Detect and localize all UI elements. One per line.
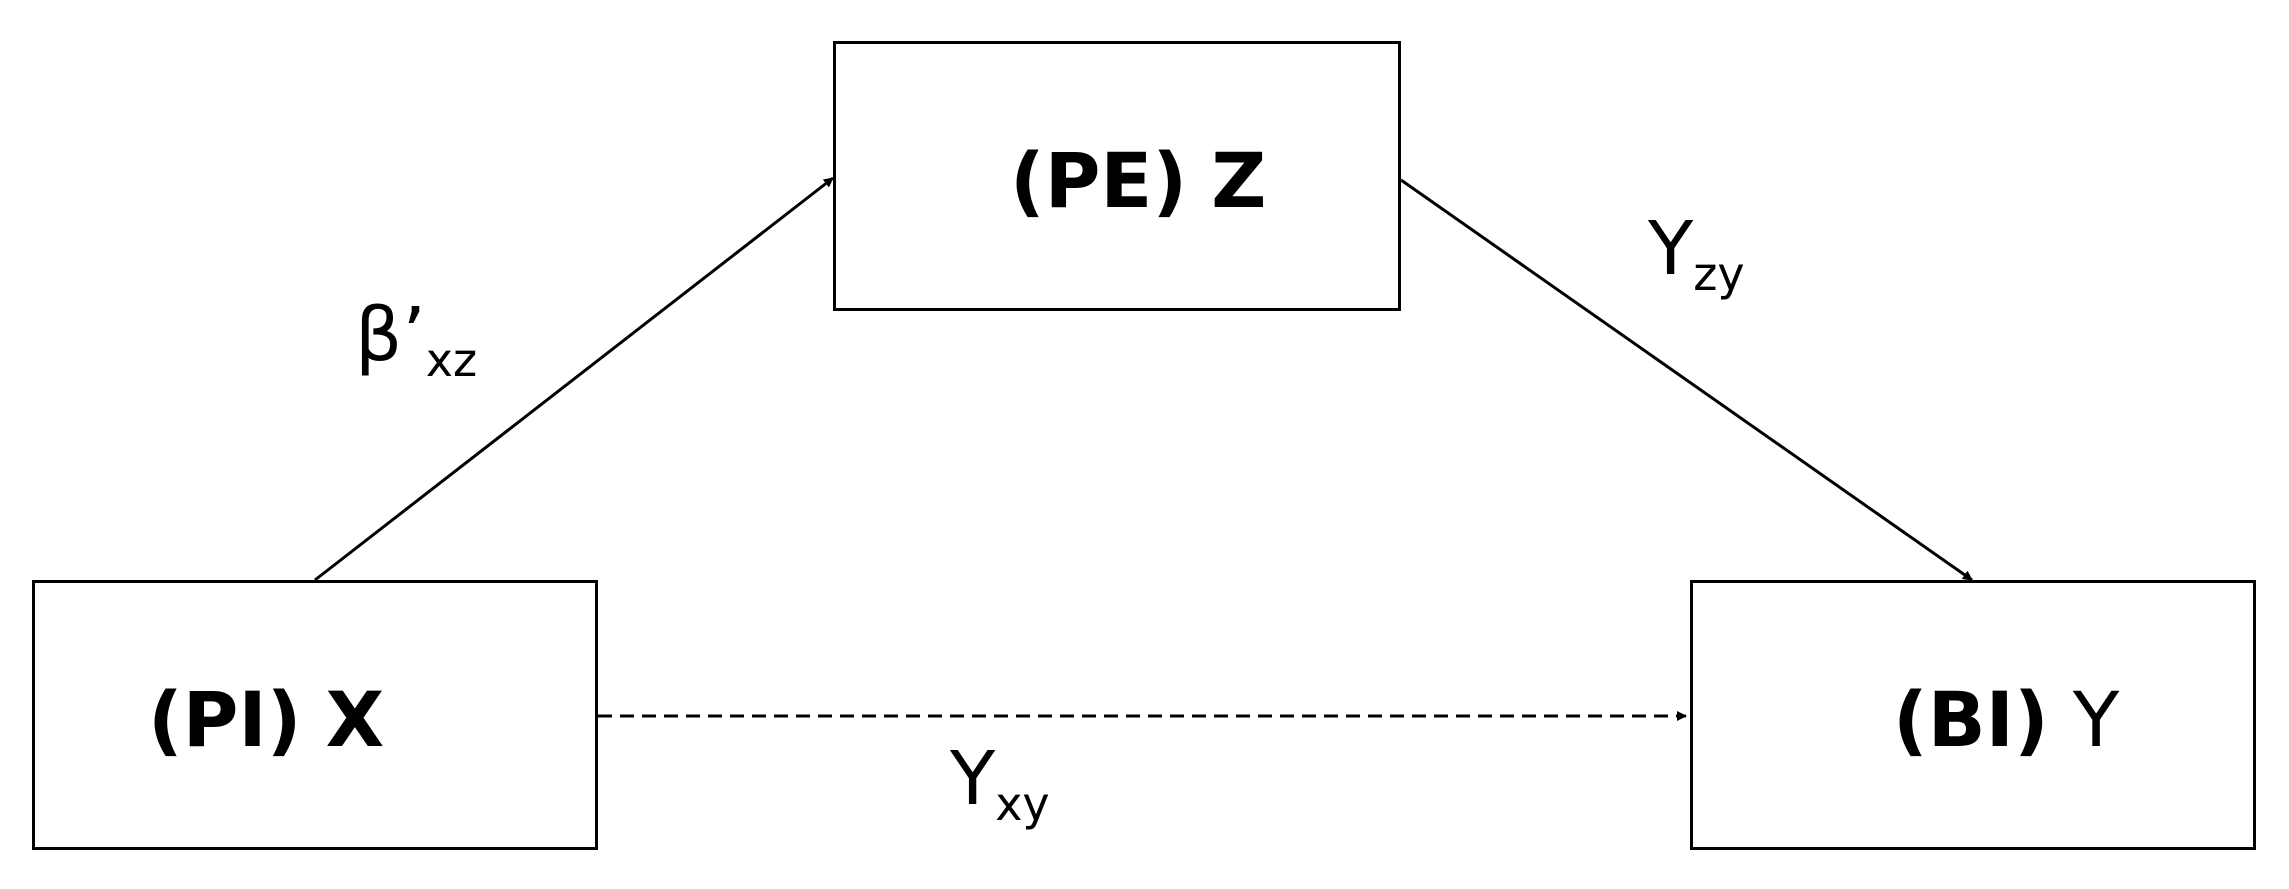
node-z-label: (PE) Z — [1010, 143, 1266, 219]
edge-xy-label: Yxy — [950, 742, 1050, 827]
node-z-box — [833, 41, 1401, 311]
edge-xz-symbol: β’ — [355, 292, 426, 378]
edge-xz-label: β’xz — [355, 298, 477, 383]
node-x-label: (PI) X — [148, 682, 384, 758]
node-y-label: (BI) Y — [1893, 682, 2119, 758]
node-x-prefix: (PI) — [148, 675, 302, 764]
node-y-box — [1690, 580, 2256, 850]
edge-zy-symbol: Y — [1648, 206, 1694, 292]
node-y-letter: Y — [2072, 675, 2120, 764]
edge-zy-arrow — [1400, 178, 1973, 582]
edge-xy-subscript: xy — [995, 777, 1050, 832]
node-x-letter: X — [325, 675, 385, 764]
edge-xz-arrow — [314, 176, 834, 582]
node-z-prefix: (PE) — [1010, 136, 1188, 225]
node-x-box — [32, 580, 598, 850]
node-y-prefix: (BI) — [1893, 675, 2049, 764]
edge-zy-label: Yzy — [1648, 212, 1745, 297]
edge-zy-subscript: zy — [1693, 247, 1745, 302]
edge-xy-symbol: Y — [950, 736, 996, 822]
edge-xz-subscript: xz — [425, 333, 478, 388]
node-z-letter: Z — [1211, 136, 1267, 225]
